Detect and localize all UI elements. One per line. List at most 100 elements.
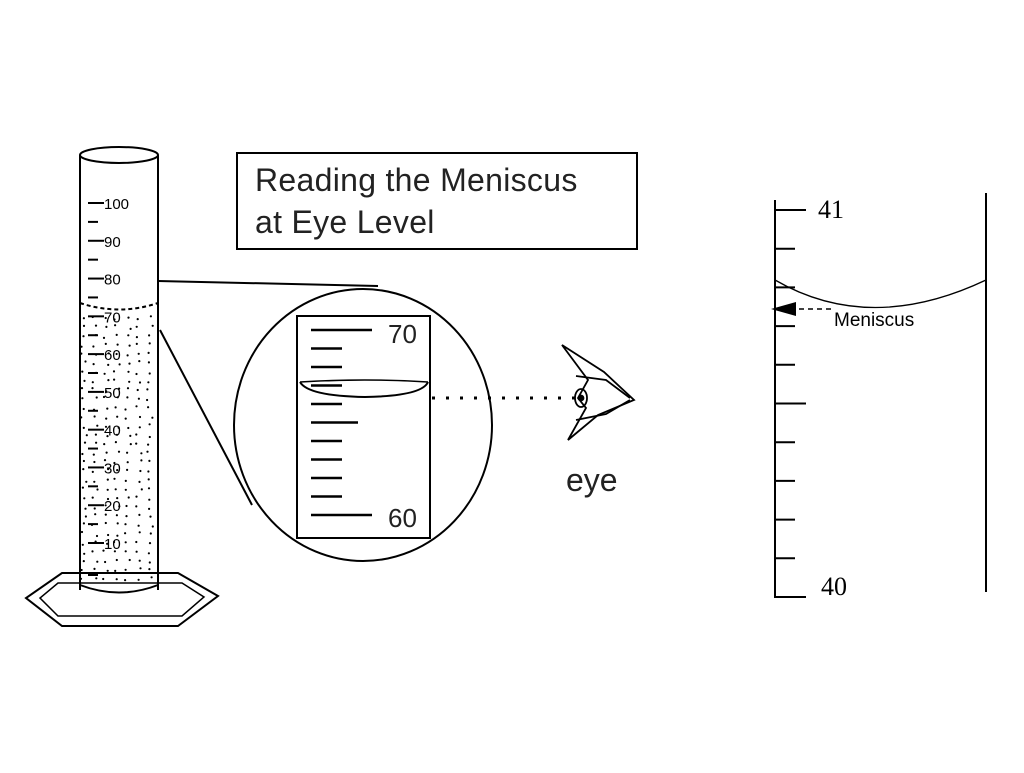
magnified-label-70: 70: [388, 319, 417, 349]
liquid-dot: [115, 514, 118, 517]
liquid-dot: [146, 398, 149, 402]
liquid-dot: [149, 515, 152, 518]
liquid-dot: [95, 396, 98, 399]
liquid-dot: [107, 352, 110, 355]
liquid-dot: [85, 480, 88, 483]
liquid-dot: [135, 405, 138, 408]
liquid-dot: [116, 469, 119, 472]
liquid-dot: [107, 468, 110, 471]
liquid-dot: [118, 387, 121, 390]
closeup-scale-ticks: [775, 209, 806, 598]
liquid-dot: [91, 550, 94, 553]
liquid-dot: [94, 433, 97, 436]
magnified-cylinder-wall: [296, 315, 431, 539]
magnifier-circle: [233, 288, 493, 562]
liquid-dot: [107, 379, 110, 382]
liquid-dot: [148, 542, 152, 545]
liquid-dot: [118, 505, 121, 508]
cylinder-scale-label: 50: [104, 385, 121, 402]
cylinder-scale-label: 30: [104, 460, 121, 477]
liquid-dot: [126, 387, 130, 390]
liquid-dot: [148, 498, 151, 501]
liquid-dot: [91, 381, 94, 384]
liquid-dot: [147, 443, 150, 446]
liquid-dot: [148, 372, 151, 375]
magnified-meniscus-rim: [299, 379, 429, 383]
liquid-dot: [139, 469, 142, 473]
liquid-dot: [148, 334, 151, 337]
cylinder-scale-label: 80: [104, 272, 121, 289]
liquid-dot: [104, 316, 107, 320]
liquid-dot: [150, 576, 153, 579]
meniscus-label: Meniscus: [834, 310, 914, 331]
liquid-dot: [102, 395, 106, 399]
liquid-dot: [80, 345, 83, 348]
liquid-dot: [124, 579, 127, 582]
liquid-dot: [147, 487, 151, 490]
liquid-dot: [127, 316, 130, 319]
liquid-dot: [138, 559, 141, 562]
liquid-dot: [105, 390, 108, 393]
liquid-dot: [128, 344, 131, 347]
liquid-dot: [93, 415, 96, 418]
cylinder-scale-label: 90: [104, 234, 121, 251]
closeup-label-40: 40: [821, 572, 847, 601]
cylinder-scale-label: 20: [104, 498, 121, 515]
liquid-dot: [147, 381, 150, 384]
cylinder-scale-label: 100: [104, 196, 129, 213]
liquid-dot: [106, 488, 109, 491]
liquid-dot: [124, 523, 127, 526]
liquid-dot: [92, 363, 95, 366]
title-line-1: Reading the Meniscus: [255, 162, 578, 198]
liquid-dot: [106, 497, 110, 501]
liquid-dot: [136, 318, 139, 321]
cylinder-liquid-dots: [79, 315, 154, 582]
liquid-dot: [84, 360, 87, 363]
liquid-dot: [115, 333, 118, 336]
liquid-dot: [126, 354, 129, 357]
liquid-dot: [82, 426, 85, 429]
liquid-dot: [81, 397, 84, 400]
liquid-dot: [137, 352, 140, 355]
liquid-dot: [80, 530, 84, 534]
liquid-dot: [115, 578, 118, 581]
liquid-dot: [115, 433, 119, 436]
graduated-cylinder: [24, 146, 220, 627]
liquid-dot: [138, 360, 141, 363]
liquid-dot: [138, 381, 142, 384]
liquid-dot: [125, 504, 128, 508]
liquid-dot: [124, 488, 127, 491]
liquid-dot: [85, 434, 88, 437]
liquid-dot: [138, 531, 141, 534]
liquid-dot: [114, 569, 117, 573]
liquid-dot: [129, 434, 132, 437]
liquid-dot: [138, 513, 141, 517]
liquid-dot: [95, 534, 99, 538]
liquid-dot: [135, 495, 138, 498]
magnified-view: [233, 288, 493, 562]
liquid-dot: [126, 461, 129, 464]
liquid-dot: [127, 370, 130, 373]
liquid-dot: [138, 426, 141, 429]
liquid-dot: [82, 317, 85, 320]
liquid-dot: [113, 477, 116, 480]
liquid-dot: [137, 397, 140, 400]
liquid-dot: [92, 345, 95, 348]
liquid-dot: [126, 468, 129, 471]
liquid-dot: [140, 452, 143, 455]
liquid-dot: [112, 370, 116, 373]
cylinder-base-inner: [38, 582, 206, 617]
liquid-dot: [103, 443, 106, 446]
liquid-dot: [118, 363, 121, 366]
liquid-dot: [95, 577, 98, 580]
liquid-dot: [151, 525, 154, 528]
liquid-dot: [91, 496, 94, 499]
liquid-dot: [82, 324, 86, 327]
liquid-dot: [114, 441, 117, 444]
liquid-dot: [116, 522, 119, 525]
liquid-dot: [84, 507, 87, 510]
liquid-dot: [116, 497, 119, 500]
liquid-dot: [93, 567, 96, 571]
liquid-dot: [148, 423, 151, 426]
